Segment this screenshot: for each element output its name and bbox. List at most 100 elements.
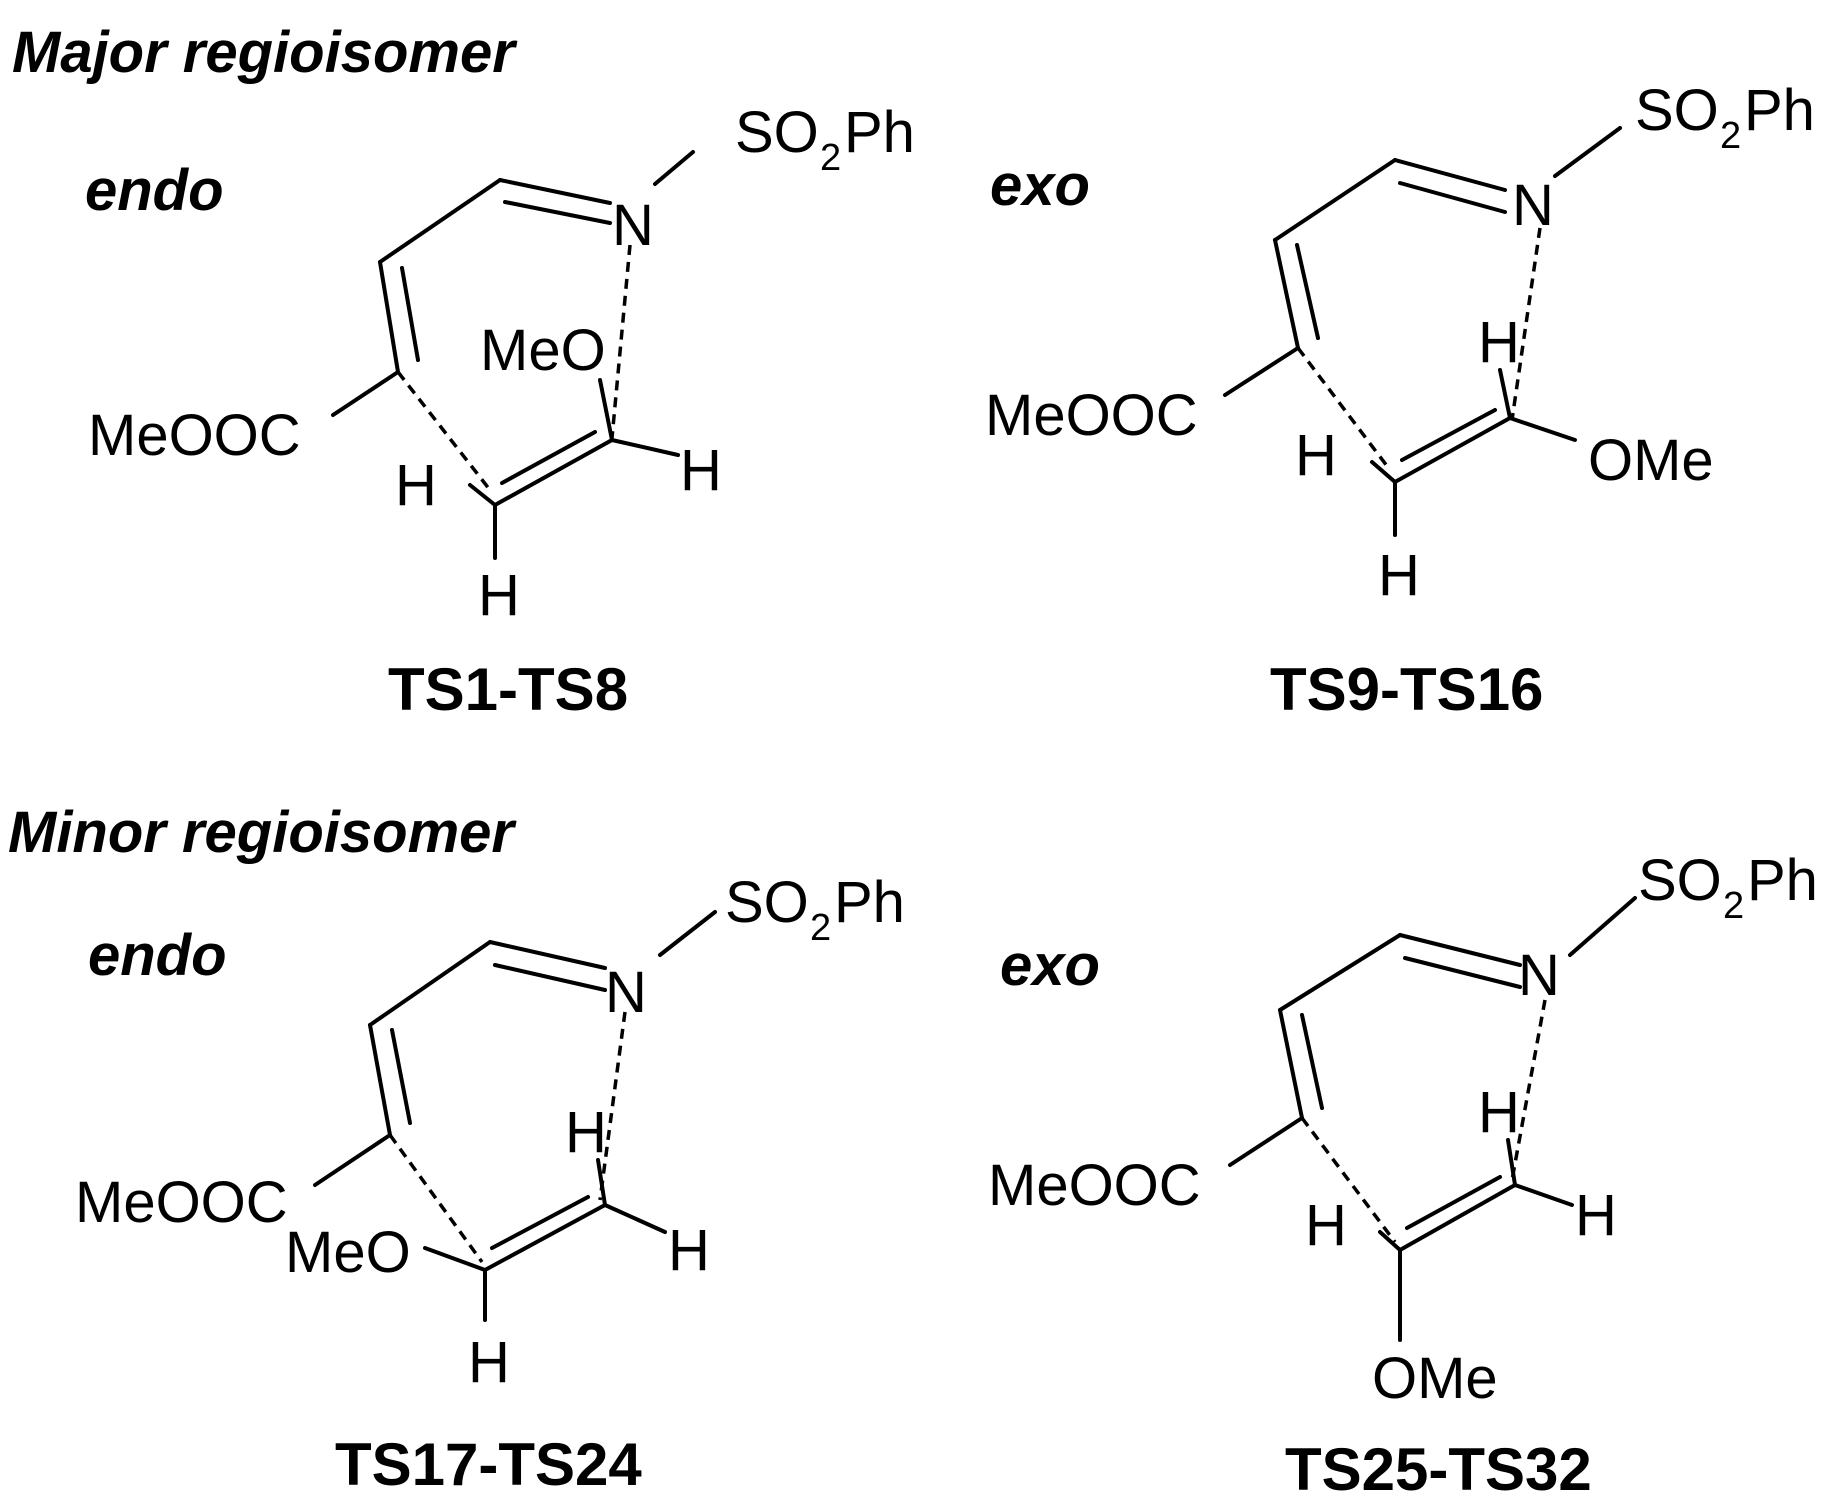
bond-c-ester (331, 370, 400, 417)
bond-alkene-double (1405, 1175, 1502, 1230)
bond-c-n (1398, 933, 1522, 967)
bond-c-o (1508, 416, 1577, 442)
ts-label: TS1-TS8 (388, 656, 628, 723)
methoxy-label: MeO (480, 318, 606, 383)
ester-label: MeOOC (988, 1153, 1201, 1218)
forming-bond-cn (1510, 999, 1547, 1181)
bond-alkene-double (500, 430, 597, 485)
methoxy-label: MeO (285, 1220, 411, 1285)
ts-label: TS25-TS32 (1285, 1436, 1592, 1500)
minor-regioisomer-title: Minor regioisomer (8, 800, 517, 865)
bond-c-c-a (1273, 238, 1300, 350)
sulfonyl-subscript: 2 (1720, 115, 1741, 157)
ester-label: MeOOC (985, 383, 1198, 448)
phenyl-label: Ph (844, 100, 915, 165)
forming-bond-cc (1300, 1116, 1397, 1244)
bond-alkene-double (1400, 408, 1497, 462)
hydrogen-label: H (1295, 423, 1337, 488)
bond-n-s (653, 150, 695, 186)
bond-c-c (1278, 933, 1402, 1012)
bond-c-n-double (1398, 181, 1507, 214)
bond-c-h-up (1506, 1138, 1517, 1187)
bond-c-n (1393, 158, 1507, 192)
bond-c-c-double (390, 1028, 412, 1125)
hydrogen-label: H (1378, 543, 1420, 608)
hydrogen-label: H (668, 1218, 710, 1283)
structure-ts17-ts24: endo SO 2 Ph N MeOOC MeO H H H TS17-TS24 (75, 870, 905, 1498)
bond-c-n-double (503, 200, 612, 225)
bond-c-n-double (1403, 956, 1522, 989)
methoxy-label: OMe (1588, 428, 1714, 493)
bond-n-s (658, 910, 717, 957)
sulfonyl-subscript: 2 (810, 907, 831, 949)
bond-c-c (1273, 158, 1397, 242)
bond-c-n (498, 178, 612, 205)
bond-c-h-left (1378, 1230, 1402, 1252)
phenyl-label: Ph (1744, 78, 1815, 143)
bond-c-h (1513, 1183, 1574, 1207)
nitrogen-label: N (1518, 943, 1560, 1008)
forming-bond-cc (1296, 346, 1392, 472)
hydrogen-label: H (468, 1330, 510, 1395)
bond-c-o (598, 378, 614, 442)
bond-c-h-left (468, 483, 497, 507)
hydrogen-label: H (395, 453, 437, 518)
major-regioisomer-title: Major regioisomer (12, 20, 518, 85)
bond-alkene (1398, 1183, 1517, 1252)
structure-ts1-ts8: endo SO 2 Ph N MeOOC MeO H H H TS1-TS8 (85, 100, 915, 723)
sulfonyl-label: SO (725, 870, 809, 935)
stereo-label: exo (990, 153, 1090, 218)
bond-c-ester (1223, 346, 1300, 397)
bond-n-s (1568, 896, 1637, 957)
sulfonyl-subscript: 2 (820, 137, 841, 179)
bond-c-c-double (400, 266, 420, 362)
hydrogen-label: H (680, 438, 722, 503)
bond-c-h-left (1370, 460, 1397, 484)
nitrogen-label: N (612, 193, 654, 258)
hydrogen-label: H (1478, 310, 1520, 375)
bond-c-o (423, 1246, 487, 1272)
bond-c-n-double (493, 963, 607, 992)
ester-label: MeOOC (88, 403, 301, 468)
sulfonyl-label: SO (1635, 78, 1719, 143)
forming-bond-cn (610, 244, 632, 439)
bond-alkene (1393, 416, 1512, 484)
forming-bond-cc (388, 1133, 484, 1264)
bond-c-c-a (378, 260, 400, 374)
bond-c-h (603, 1203, 667, 1234)
ts-label: TS17-TS24 (335, 1431, 642, 1498)
bond-c-n (488, 940, 607, 970)
forming-bond-cn (598, 1011, 627, 1201)
phenyl-label: Ph (834, 870, 905, 935)
bond-c-h (610, 438, 680, 457)
phenyl-label: Ph (1747, 848, 1818, 913)
bond-alkene (493, 438, 614, 507)
bond-c-ester (1228, 1116, 1304, 1167)
bond-n-s (1553, 126, 1622, 178)
sulfonyl-label: SO (1638, 848, 1722, 913)
bond-c-c-a (1278, 1008, 1304, 1120)
bond-c-c-double (1300, 1013, 1324, 1110)
bond-c-h (1498, 368, 1512, 420)
bond-c-ester (313, 1133, 392, 1187)
structure-ts9-ts16: exo SO 2 Ph N MeOOC OMe H H H TS9-TS16 (985, 78, 1815, 723)
sulfonyl-subscript: 2 (1723, 885, 1744, 927)
bond-c-c (378, 178, 502, 264)
hydrogen-label: H (478, 563, 520, 628)
stereo-label: exo (1000, 933, 1100, 998)
bond-alkene-double (490, 1195, 590, 1250)
forming-bond-cn (1510, 227, 1542, 421)
ester-label: MeOOC (75, 1170, 288, 1235)
bond-c-c (368, 940, 492, 1027)
stereo-label: endo (88, 923, 227, 988)
hydrogen-label: H (1305, 1193, 1347, 1258)
bond-alkene (483, 1203, 607, 1272)
bond-c-c-double (1295, 243, 1320, 340)
nitrogen-label: N (1512, 173, 1554, 238)
bond-c-c-a (368, 1023, 392, 1137)
hydrogen-label: H (1575, 1183, 1617, 1248)
sulfonyl-label: SO (735, 100, 819, 165)
hydrogen-label: H (565, 1100, 607, 1165)
ts-label: TS9-TS16 (1270, 656, 1543, 723)
